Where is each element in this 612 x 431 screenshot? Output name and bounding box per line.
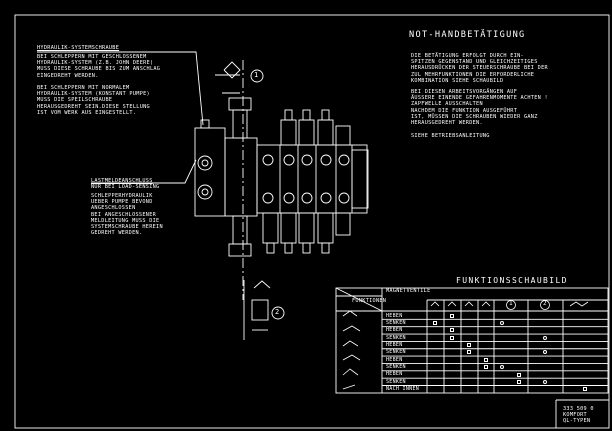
- function-mark: [543, 335, 547, 340]
- function-row-label: HEBEN: [386, 341, 403, 348]
- function-icons: [342, 310, 361, 390]
- valve-symbols: [430, 300, 589, 310]
- callout-2-label: 2: [275, 308, 280, 316]
- col-label-2: 2: [543, 300, 547, 307]
- hydraulik-title: HYDRAULIK-SYSTEMSCHRAUBE: [37, 45, 120, 51]
- function-row-label: SENKEN: [386, 334, 406, 341]
- notbetaetigung-text-3: SIEHE BETRIEBSANLEITUNG: [411, 133, 490, 139]
- function-table-grid: [335, 287, 609, 394]
- function-mark: [467, 350, 471, 355]
- funktionen-label: FUNKTIONEN: [352, 298, 387, 304]
- notbetaetigung-title: NOT-HANDBETÄTIGUNG: [409, 30, 526, 40]
- drawing-frame: [14, 14, 610, 429]
- leader-hydraulik: [37, 51, 204, 126]
- function-mark: [500, 365, 504, 370]
- document-code: 333 509 0 KOMFORT QL-TYPEN: [563, 406, 594, 424]
- callout-1-label: 1: [254, 71, 259, 79]
- lastmelde-text-2: SCHLEPPERHYDRAULIK UEBER PUMPE BEVOND AN…: [91, 193, 163, 237]
- col-circle-2: [540, 300, 550, 310]
- function-row-label: SENKEN: [386, 363, 406, 370]
- function-row-label: HEBEN: [386, 356, 403, 363]
- function-mark: [450, 313, 454, 318]
- function-mark: [484, 365, 488, 370]
- function-mark: [543, 350, 547, 355]
- hydraulik-text-2: BEI SCHLEPPERN MIT NORMALEM HYDRAULIK-SY…: [37, 85, 150, 116]
- function-row-label: SENKEN: [386, 349, 406, 356]
- function-mark: [517, 372, 521, 377]
- function-mark: [433, 321, 437, 326]
- function-row-label: SENKEN: [386, 378, 406, 385]
- function-row-label: NACH INNEN: [386, 386, 420, 392]
- function-mark: [543, 379, 547, 384]
- valve-sections: [256, 144, 368, 214]
- function-mark: [467, 343, 471, 348]
- function-mark: [450, 328, 454, 333]
- notbetaetigung-text-2: BEI DIESEN ARBEITSVORGÄNGEN AUF ÄUSSERE …: [411, 89, 548, 127]
- function-mark: [500, 321, 504, 326]
- notbetaetigung-text-1: DIE BETÄTIGUNG ERFOLGT DURCH EIN- SPITZE…: [411, 53, 548, 84]
- function-mark: [517, 379, 521, 384]
- function-mark: [450, 335, 454, 340]
- col-circle-1: [506, 300, 516, 310]
- hydraulik-text-1: BEI SCHLEPPERN MIT GESCHLOSSENEM HYDRAUL…: [37, 54, 161, 79]
- lastmelde-title: LASTMELDEANSCHLUSS: [91, 178, 153, 184]
- function-table-title: FUNKTIONSSCHAUBILD: [456, 276, 568, 285]
- left-endplate: [194, 127, 226, 217]
- function-mark: [484, 357, 488, 362]
- function-row-label: SENKEN: [386, 319, 406, 326]
- callout-2-circle: [271, 306, 285, 320]
- function-row-label: HEBEN: [386, 312, 403, 319]
- function-row-label: HEBEN: [386, 371, 403, 378]
- lastmelde-text-1: NUR BEI LOAD-SENSING: [91, 184, 160, 190]
- function-row-label: HEBEN: [386, 327, 403, 334]
- callout-1-circle: [250, 69, 264, 83]
- leader-lastmelde: [91, 159, 197, 184]
- col-label-1: 1: [509, 300, 513, 307]
- magnetventile-label: MAGNETVENTILE: [386, 288, 431, 294]
- function-mark: [583, 387, 587, 392]
